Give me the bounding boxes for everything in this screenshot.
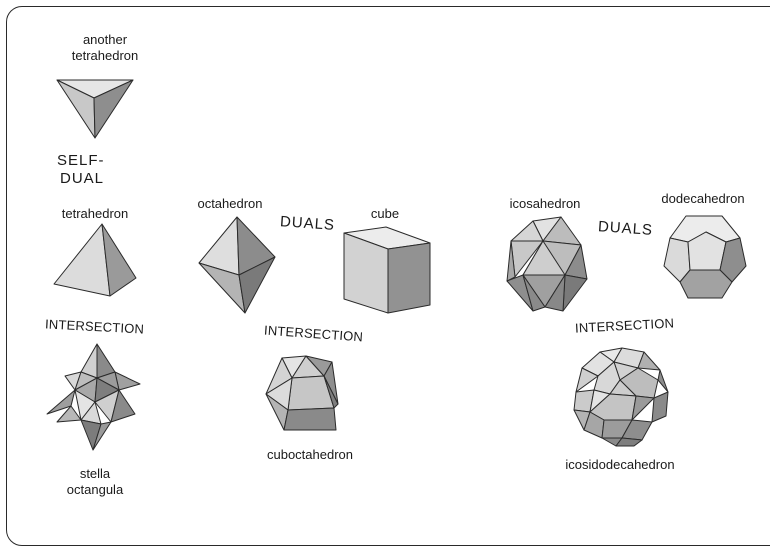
label-self-dual-line2: DUAL: [60, 170, 105, 187]
label-stella-line2: octangula: [66, 482, 124, 497]
icosahedron-figure: [506, 216, 588, 312]
label-duals-right: DUALS: [597, 218, 654, 239]
label-another-line2: tetrahedron: [71, 48, 139, 63]
label-icosahedron: icosahedron: [509, 196, 581, 211]
label-another-line1: another: [82, 32, 128, 47]
label-duals-middle: DUALS: [279, 213, 336, 234]
tetrahedron-figure: [53, 223, 137, 297]
stella-octangula-figure: [46, 343, 141, 451]
icosidodecahedron-figure: [573, 347, 669, 447]
label-icosidodecahedron: icosidodecahedron: [565, 457, 675, 472]
label-stella-line1: stella: [79, 466, 111, 481]
cube-figure: [343, 226, 431, 314]
label-cube: cube: [370, 206, 400, 221]
octahedron-figure: [198, 216, 276, 314]
label-dodecahedron: dodecahedron: [661, 191, 745, 206]
another-tetrahedron-figure: [56, 79, 134, 139]
label-tetrahedron: tetrahedron: [61, 206, 129, 221]
cuboctahedron-figure: [265, 355, 339, 431]
dodecahedron-figure: [663, 215, 747, 299]
label-self-dual-line1: SELF-: [57, 152, 105, 169]
label-octahedron: octahedron: [197, 196, 263, 211]
label-cuboctahedron: cuboctahedron: [266, 447, 353, 462]
